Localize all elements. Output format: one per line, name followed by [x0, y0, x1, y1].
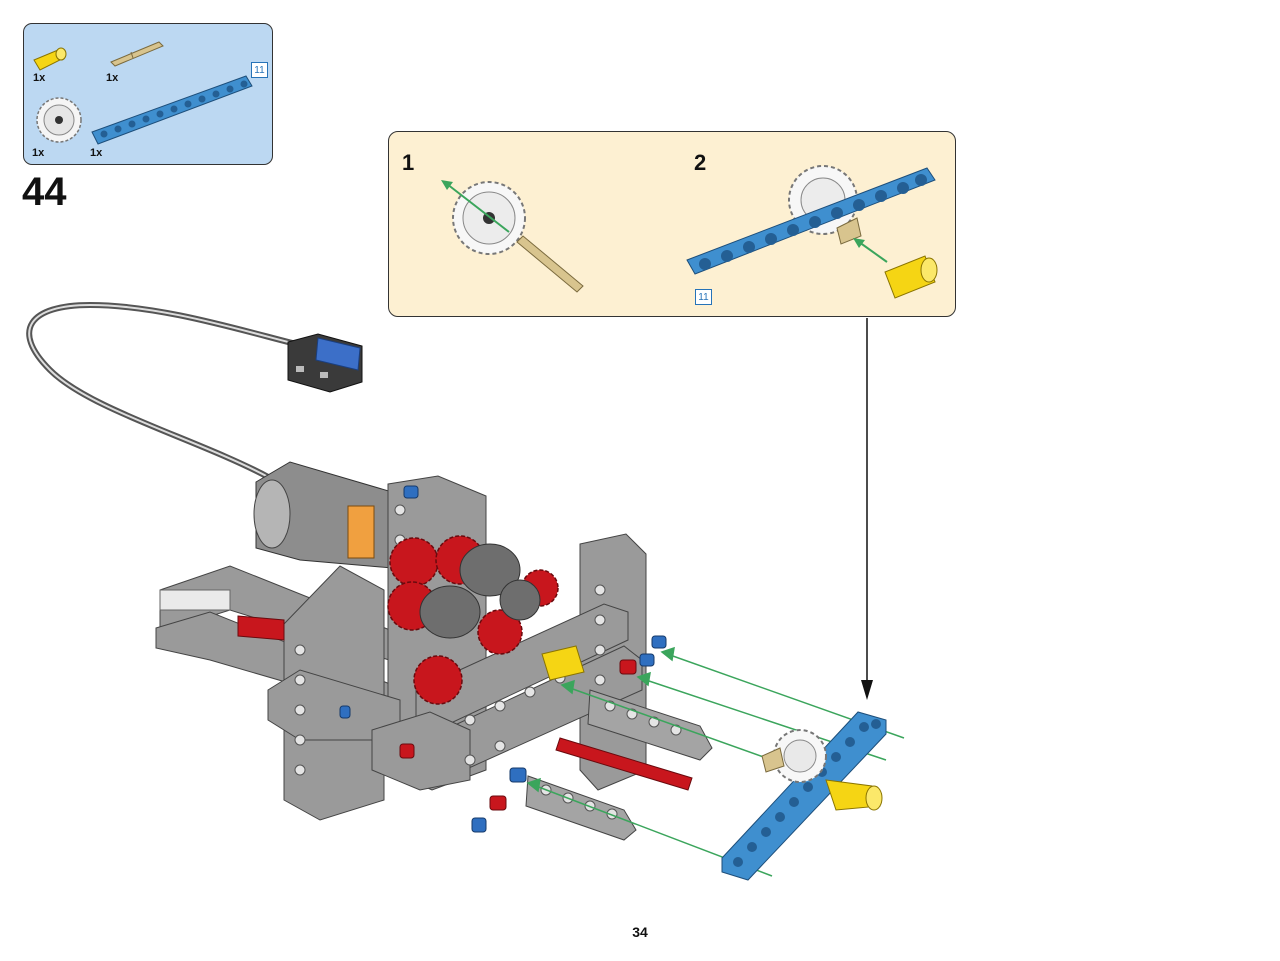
yellow-connector-icon: [33, 47, 67, 71]
substep-1-axle-pin-icon: [516, 235, 584, 293]
red-gears: [387, 535, 559, 705]
qty-blue-beam: 1x: [90, 147, 103, 159]
red-axle-back-icon: [237, 615, 285, 641]
blue-beam-icon: [91, 75, 253, 145]
cable-plug-icon: [287, 333, 363, 393]
substep-1-arrow: [446, 183, 510, 233]
qty-yellow-connector: 1x: [33, 72, 46, 84]
substep-2-yellow-connector-icon: [884, 255, 938, 299]
new-yellow-connector-icon: [825, 779, 883, 811]
tan-axle-pin-icon: [110, 41, 164, 67]
substep-1-gear-icon: [452, 181, 526, 255]
page-number: 34: [632, 924, 648, 940]
assembly-yellow-connector-icon: [541, 645, 585, 681]
substep-2-length-badge: 11: [695, 289, 712, 305]
new-axle-pin-icon: [761, 747, 785, 773]
callout-pointer-arrowhead: [861, 680, 873, 700]
substep-1-arrowhead: [441, 180, 453, 190]
qty-tan-axle-pin: 1x: [106, 72, 119, 84]
parts-list-panel: 1x 1x 1x 1x 11: [23, 23, 273, 165]
motor-cable: [26, 301, 301, 481]
substep-2-arrowhead: [853, 238, 865, 248]
new-white-gear-icon: [773, 729, 827, 783]
substep-2-arrow: [858, 241, 888, 263]
red-axle-icon: [555, 737, 693, 791]
blue-pins: [339, 485, 667, 833]
substep-2-beam-icon: [686, 167, 936, 275]
subassembly-callout: 1 2 11: [388, 131, 956, 317]
new-blue-beam-icon: [721, 711, 887, 881]
red-pins: [399, 659, 637, 811]
beam-length-badge: 11: [251, 62, 268, 78]
white-gear-icon: [36, 97, 82, 143]
substep-1-number: 1: [402, 150, 415, 175]
substep-2-axle-pin-icon: [836, 217, 862, 245]
qty-white-gear: 1x: [32, 147, 45, 159]
callout-illustrations: [441, 165, 938, 299]
white-back-axle-icon: [159, 589, 231, 611]
parts-list-illustrations: [33, 41, 253, 145]
power-motor-icon: [253, 461, 393, 569]
step-number: 44: [22, 170, 67, 214]
substep-2-number: 2: [694, 150, 707, 175]
gray-gear-hubs: [419, 543, 541, 639]
motor-cable-highlight: [28, 303, 301, 479]
